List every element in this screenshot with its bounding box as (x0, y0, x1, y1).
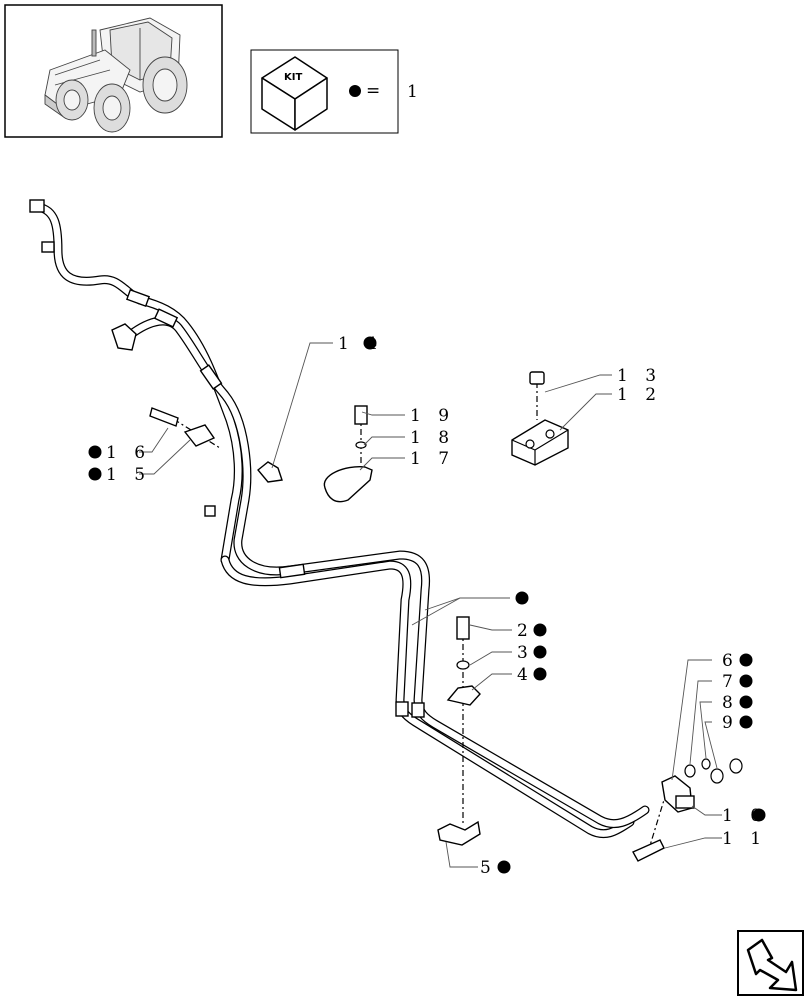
callout-17: 1 7 (410, 449, 455, 469)
next-page-arrow-icon (746, 938, 798, 992)
leader-lines (139, 342, 722, 868)
callout-bullet (739, 695, 753, 709)
hydraulic-pipes (29, 199, 650, 839)
callout-9: 9 (722, 713, 739, 733)
fitting-6 (632, 758, 743, 862)
clamp-15 (149, 407, 221, 449)
callout-4: 4 (517, 665, 534, 685)
callout-15: 1 5 (106, 465, 151, 485)
tractor-thumbnail-icon (44, 17, 188, 133)
clamp-4 (437, 616, 481, 846)
callout-11: 1 1 (722, 829, 767, 849)
callout-bullet (739, 653, 753, 667)
clamp-17 (323, 405, 373, 503)
pipe-end-fitting (29, 199, 45, 213)
callout-bullet (739, 674, 753, 688)
callout-bullet (88, 445, 102, 459)
pipe-end-fitting (204, 505, 216, 517)
kit-badge-text: KIT (284, 72, 302, 83)
callout-12: 1 2 (617, 385, 662, 405)
callout-10: 1 0 (722, 806, 767, 826)
callout-13: 1 3 (617, 366, 662, 386)
legend-equals: = (366, 81, 380, 101)
callout-bullet (739, 715, 753, 729)
callout-3: 3 (517, 643, 534, 663)
kit-cube-icon (261, 56, 328, 131)
callout-8: 8 (722, 693, 739, 713)
pipe-elbow-fitting (111, 323, 137, 351)
callout-bullet (533, 623, 547, 637)
callout-bullet (88, 467, 102, 481)
callout-18: 1 8 (410, 428, 455, 448)
callout-bullet (533, 667, 547, 681)
callout-bullet (497, 860, 511, 874)
callout-16: 1 6 (106, 443, 151, 463)
callout-bullet (363, 336, 377, 350)
legend-quantity: 1 (407, 82, 424, 102)
tractor-thumbnail (4, 4, 223, 138)
callout-5: 5 (480, 858, 497, 878)
callouts: 1 4 1 3 1 2 1 9 1 8 1 7 1 6 1 5 2 3 4 6 … (88, 334, 767, 878)
callout-2: 2 (517, 621, 534, 641)
callout-bullet (752, 808, 766, 822)
callout-pipes-bullet (515, 591, 529, 605)
callout-6: 6 (722, 651, 739, 671)
clamp-14 (257, 461, 283, 483)
pipe-block-12 (511, 371, 569, 466)
pipe-end-fitting (41, 241, 55, 253)
next-page-button[interactable] (737, 930, 804, 996)
callout-bullet (533, 645, 547, 659)
legend-bullet (349, 85, 361, 97)
kit-legend: KIT = 1 (250, 49, 424, 134)
callout-7: 7 (722, 672, 739, 692)
callout-19: 1 9 (410, 406, 455, 426)
